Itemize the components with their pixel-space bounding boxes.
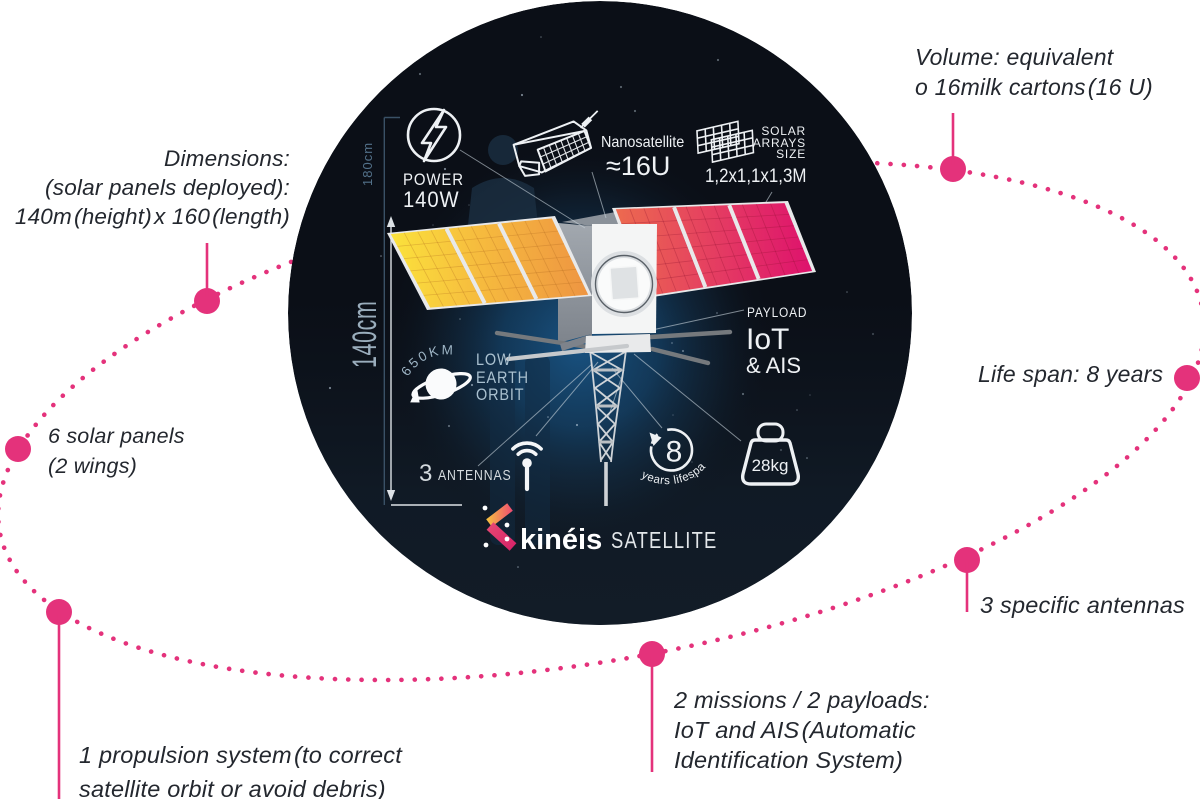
svg-text:ARRAYS: ARRAYS — [753, 136, 806, 150]
svg-text:≈16U: ≈16U — [606, 151, 670, 181]
svg-text:kinéis: kinéis — [520, 524, 602, 556]
svg-text:SATELLITE: SATELLITE — [611, 528, 718, 553]
svg-text:IoT: IoT — [746, 323, 789, 356]
svg-text:SIZE: SIZE — [776, 147, 806, 161]
svg-text:EARTH: EARTH — [476, 369, 529, 387]
svg-text:LOW: LOW — [476, 351, 511, 369]
svg-text:POWER: POWER — [403, 171, 464, 189]
svg-text:3: 3 — [419, 460, 432, 487]
svg-text:28kg: 28kg — [752, 456, 789, 475]
svg-text:SOLAR: SOLAR — [761, 124, 806, 138]
svg-text:ORBIT: ORBIT — [476, 386, 524, 404]
svg-text:Nanosatellite: Nanosatellite — [601, 133, 684, 151]
svg-text:140cm: 140cm — [346, 301, 384, 368]
svg-text:PAYLOAD: PAYLOAD — [747, 304, 807, 320]
svg-text:8: 8 — [666, 436, 683, 469]
svg-text:& AIS: & AIS — [746, 353, 801, 378]
svg-text:ANTENNAS: ANTENNAS — [438, 467, 511, 483]
svg-text:1,2x1,1x1,3M: 1,2x1,1x1,3M — [705, 165, 806, 186]
svg-text:140W: 140W — [403, 188, 460, 212]
svg-text:180cm: 180cm — [360, 142, 375, 186]
